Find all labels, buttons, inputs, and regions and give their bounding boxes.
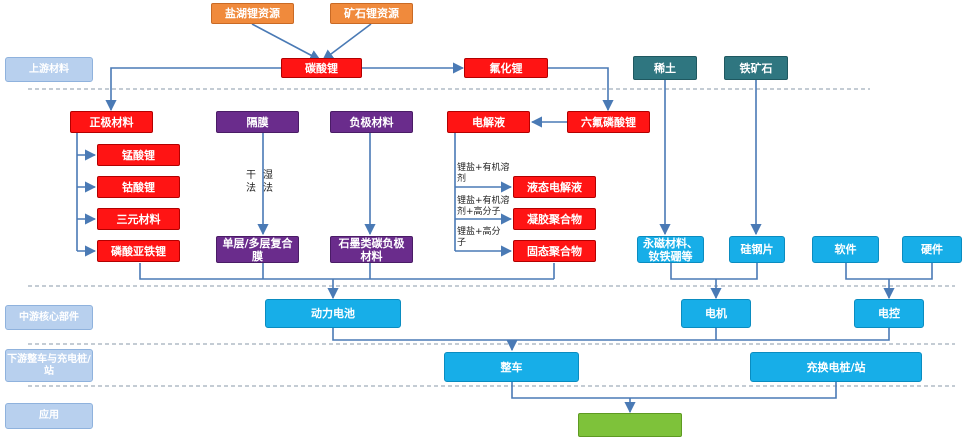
tier-label-application: 应用 [5, 403, 93, 429]
electrolyte-type: 凝胶聚合物 [513, 208, 596, 230]
connector [670, 263, 758, 280]
permanent-magnet-box: 永磁材料、钕铁硼等 [637, 236, 704, 263]
power-battery-box: 动力电池 [265, 299, 401, 328]
industry-chain-diagram: 上游材料 中游核心部件 下游整车与充电桩/站 应用 盐湖锂资源 矿石锂资源 碳酸… [5, 3, 962, 437]
anode-material-box: 负极材料 [330, 111, 413, 133]
hardware-box: 硬件 [902, 236, 962, 263]
connector [845, 263, 933, 280]
separator-box: 隔膜 [216, 111, 299, 133]
connector-lines [28, 23, 955, 414]
electronic-control-box: 电控 [854, 299, 924, 328]
cathode-item: 锰酸锂 [97, 144, 180, 166]
charging-station-box: 充换电桩/站 [750, 352, 922, 382]
separator-process-wet: 湿法 [263, 170, 273, 194]
electrolyte-note: 锂盐+有机溶剂+高分子 [457, 196, 510, 217]
separator-product-box: 单层/多层复合膜 [216, 236, 299, 263]
salt-lake-lithium-box: 盐湖锂资源 [211, 3, 294, 24]
connector [105, 67, 281, 112]
rare-earth-box: 稀土 [633, 56, 697, 80]
cathode-item: 三元材料 [97, 208, 180, 230]
connector [548, 67, 614, 112]
ore-lithium-box: 矿石锂资源 [330, 3, 413, 24]
connector [511, 382, 837, 399]
tier-label-upstream: 上游材料 [5, 57, 93, 82]
cathode-item: 钴酸锂 [97, 176, 180, 198]
software-box: 软件 [812, 236, 879, 263]
cathode-item: 磷酸亚铁锂 [97, 240, 180, 262]
lithium-fluoride-box: 氟化锂 [464, 58, 548, 78]
electrolyte-type: 固态聚合物 [513, 240, 596, 262]
tier-label-downstream: 下游整车与充电桩/站 [5, 349, 93, 382]
connector [139, 263, 554, 280]
connector [322, 23, 372, 61]
lipf6-box: 六氟磷酸锂 [567, 111, 650, 133]
motor-box: 电机 [681, 299, 751, 328]
separator-process-dry: 干法 [246, 170, 256, 194]
connector [332, 328, 890, 341]
connector [251, 23, 321, 61]
anode-product-box: 石墨类碳负极材料 [330, 236, 413, 263]
application-box [578, 413, 682, 437]
electrolyte-type: 液态电解液 [513, 176, 596, 198]
tier-label-midstream: 中游核心部件 [5, 305, 93, 330]
silicon-steel-box: 硅钢片 [729, 236, 785, 263]
electrolyte-box: 电解液 [447, 111, 530, 133]
cathode-material-box: 正极材料 [70, 111, 153, 133]
lithium-carbonate-box: 碳酸锂 [281, 58, 362, 78]
electrolyte-note: 锂盐+有机溶剂 [457, 163, 510, 184]
iron-ore-box: 铁矿石 [724, 56, 788, 80]
electrolyte-note: 锂盐+高分子 [457, 227, 501, 248]
vehicle-box: 整车 [444, 352, 579, 382]
